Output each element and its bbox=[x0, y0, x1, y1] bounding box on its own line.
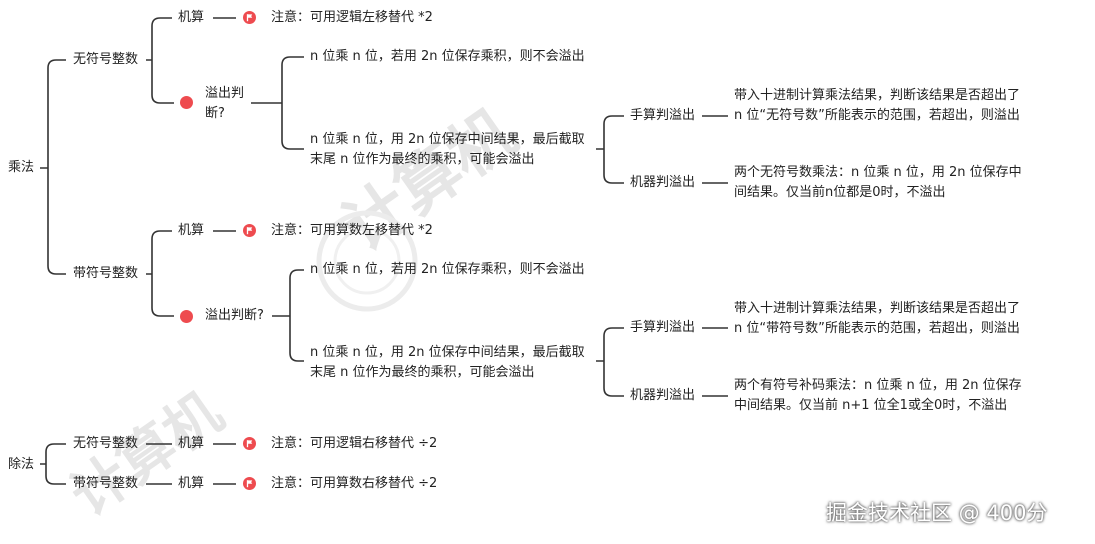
node-machine-calc[interactable]: 机算 bbox=[178, 436, 205, 451]
note-unsigned-mul[interactable]: 注意：可用逻辑左移替代 *2 bbox=[271, 10, 433, 25]
node-machine-check[interactable]: 机器判溢出 bbox=[630, 175, 696, 190]
brand-watermark: 掘金技术社区 @ 400分 bbox=[826, 501, 1048, 525]
node-mul-signed[interactable]: 带符号整数 bbox=[73, 266, 139, 281]
red-dot-icon bbox=[180, 310, 193, 323]
node-machine-check[interactable]: 机器判溢出 bbox=[630, 388, 696, 403]
flag-icon bbox=[243, 11, 256, 24]
signed-case-no-overflow[interactable]: n 位乘 n 位，若用 2n 位保存乘积，则不会溢出 bbox=[310, 262, 585, 277]
flag-icon bbox=[243, 224, 256, 237]
unsigned-machine-desc[interactable]: 两个无符号数乘法：n 位乘 n 位，用 2n 位保存中间结果。仅当前n位都是0时… bbox=[734, 165, 1022, 200]
flag-icon bbox=[243, 437, 256, 450]
watermark-seal-icon bbox=[316, 210, 418, 312]
signed-machine-desc[interactable]: 两个有符号补码乘法：n 位乘 n 位，用 2n 位保存中间结果。仅当前 n+1 … bbox=[734, 378, 1022, 413]
note-unsigned-div[interactable]: 注意：可用逻辑右移替代 ÷2 bbox=[271, 436, 438, 451]
node-manual-check[interactable]: 手算判溢出 bbox=[630, 108, 696, 123]
signed-manual-desc[interactable]: 带入十进制计算乘法结果，判断该结果是否超出了 n 位“带符号数”所能表示的范围，… bbox=[734, 301, 1021, 336]
node-divide[interactable]: 除法 bbox=[8, 457, 35, 472]
red-dot-icon bbox=[180, 96, 193, 109]
node-div-signed[interactable]: 带符号整数 bbox=[73, 476, 139, 491]
node-div-unsigned[interactable]: 无符号整数 bbox=[73, 436, 139, 451]
node-manual-check[interactable]: 手算判溢出 bbox=[630, 320, 696, 335]
node-overflow-check-signed[interactable]: 溢出判断? bbox=[205, 308, 264, 323]
unsigned-manual-desc[interactable]: 带入十进制计算乘法结果，判断该结果是否超出了 n 位“无符号数”所能表示的范围，… bbox=[734, 88, 1021, 123]
node-machine-calc[interactable]: 机算 bbox=[178, 10, 205, 25]
unsigned-case-no-overflow[interactable]: n 位乘 n 位，若用 2n 位保存乘积，则不会溢出 bbox=[310, 49, 585, 64]
node-overflow-check-unsigned[interactable]: 溢出判断? bbox=[205, 86, 245, 121]
node-machine-calc[interactable]: 机算 bbox=[178, 476, 205, 491]
flag-icon bbox=[243, 477, 256, 490]
signed-case-may-overflow[interactable]: n 位乘 n 位，用 2n 位保存中间结果，最后截取末尾 n 位作为最终的乘积，… bbox=[310, 345, 585, 380]
node-multiply[interactable]: 乘法 bbox=[8, 160, 35, 175]
note-signed-div[interactable]: 注意：可用算数右移替代 ÷2 bbox=[271, 476, 438, 491]
node-mul-unsigned[interactable]: 无符号整数 bbox=[73, 52, 139, 67]
unsigned-case-may-overflow[interactable]: n 位乘 n 位，用 2n 位保存中间结果，最后截取末尾 n 位作为最终的乘积，… bbox=[310, 132, 585, 167]
node-machine-calc[interactable]: 机算 bbox=[178, 223, 205, 238]
note-signed-mul[interactable]: 注意：可用算数左移替代 *2 bbox=[271, 223, 433, 238]
